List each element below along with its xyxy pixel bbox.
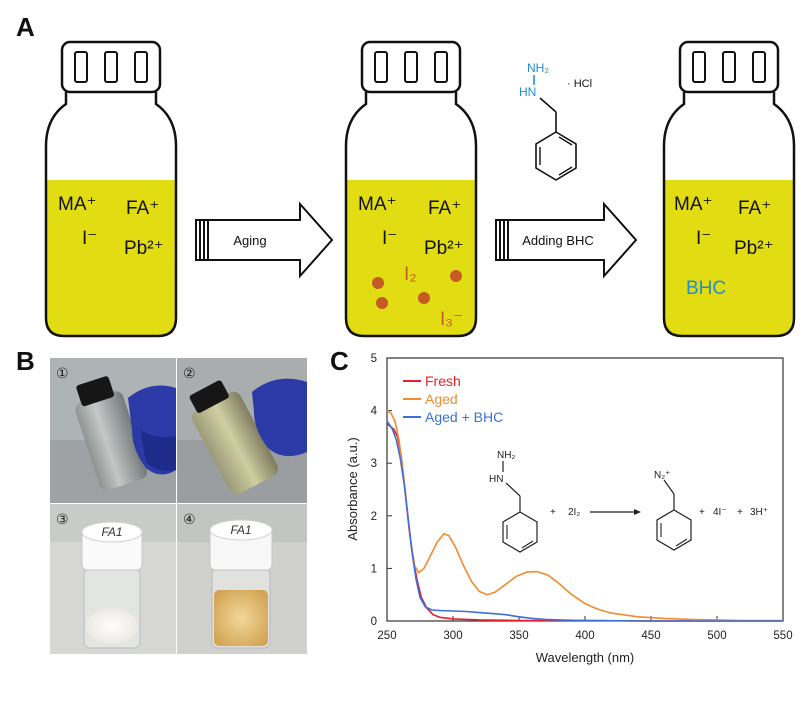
vial-aged-solution bbox=[346, 180, 476, 336]
x-tick-label: 500 bbox=[707, 630, 726, 642]
ion-iodide: I⁻ bbox=[696, 228, 711, 249]
photo-number-2: ② bbox=[183, 365, 196, 381]
x-axis-title: Wavelength (nm) bbox=[536, 650, 635, 665]
photo-number-1: ① bbox=[56, 365, 69, 381]
y-tick-label: 4 bbox=[371, 406, 378, 418]
y-tick-label: 3 bbox=[371, 458, 377, 470]
ion-fa: FA⁺ bbox=[126, 198, 159, 219]
x-tick-label: 450 bbox=[641, 630, 660, 642]
aging-arrow: Aging bbox=[195, 201, 334, 279]
proton-product: 3H⁺ bbox=[750, 507, 768, 518]
bhc-molecule: NH₂ HN · HCl bbox=[519, 61, 592, 181]
ion-iodide: I⁻ bbox=[82, 228, 97, 249]
cap-label: FA1 bbox=[101, 525, 122, 539]
ion-fa: FA⁺ bbox=[738, 198, 771, 219]
legend-label: Aged bbox=[425, 391, 458, 407]
ion-lead: Pb²⁺ bbox=[124, 238, 164, 259]
photo-white-powder: FA1 ③ bbox=[50, 504, 176, 654]
vial-aged-cap bbox=[360, 40, 462, 94]
vial-fresh-cap bbox=[60, 40, 162, 94]
y-axis-title: Absorbance (a.u.) bbox=[345, 437, 360, 540]
molecule-hcl: · HCl bbox=[567, 78, 592, 90]
iodide-product: 4I⁻ bbox=[713, 507, 727, 518]
ion-ma: MA⁺ bbox=[358, 194, 397, 215]
x-tick-label: 350 bbox=[509, 630, 528, 642]
ion-lead: Pb²⁺ bbox=[424, 238, 464, 259]
adding-bhc-arrow: Adding BHC bbox=[495, 201, 638, 279]
ion-ma: MA⁺ bbox=[58, 194, 97, 215]
photo-number-3: ③ bbox=[56, 511, 69, 527]
panel-b-label: B bbox=[16, 346, 35, 376]
photo-number-4: ④ bbox=[183, 511, 196, 527]
series-line-aged-bhc bbox=[386, 420, 783, 622]
y-tick-label: 1 bbox=[371, 563, 377, 575]
iodine-label: I₂ bbox=[404, 264, 417, 285]
cap-label: FA1 bbox=[230, 523, 251, 537]
plus-sign: + bbox=[550, 507, 556, 518]
vial-fresh: MA⁺ FA⁺ I⁻ Pb²⁺ bbox=[44, 40, 178, 338]
reactant-nh2: NH₂ bbox=[497, 450, 515, 461]
ion-ma: MA⁺ bbox=[674, 194, 713, 215]
molecule-hn: HN bbox=[519, 85, 536, 99]
photo-yellow-solution: ② bbox=[177, 358, 307, 503]
legend-label: Aged + BHC bbox=[425, 409, 503, 425]
series-lines bbox=[386, 409, 783, 622]
molecule-nh2: NH₂ bbox=[527, 61, 549, 75]
iodine-reagent: 2I₂ bbox=[568, 507, 580, 518]
photo-yellow-powder: FA1 ④ bbox=[177, 504, 307, 654]
x-tick-label: 300 bbox=[443, 630, 462, 642]
absorbance-chart: 250 300 350 400 450 500 550 0 1 2 3 4 5 FreshAgedAg… bbox=[345, 353, 793, 665]
series-line-fresh bbox=[386, 423, 783, 622]
x-tick-label: 250 bbox=[377, 630, 396, 642]
ion-lead: Pb²⁺ bbox=[734, 238, 774, 259]
photo-clear-solution: ① bbox=[50, 358, 176, 503]
y-ticks: 0 1 2 3 4 5 bbox=[371, 353, 392, 628]
iodine-dot bbox=[372, 277, 384, 289]
reactant-hn: HN bbox=[489, 474, 503, 485]
iodine-dot bbox=[450, 270, 462, 282]
vial-treated-solution bbox=[664, 180, 794, 336]
bhc-label: BHC bbox=[686, 278, 726, 299]
ion-iodide: I⁻ bbox=[382, 228, 397, 249]
iodine-dot bbox=[418, 292, 430, 304]
legend-label: Fresh bbox=[425, 373, 461, 389]
panel-a-label: A bbox=[16, 12, 35, 42]
x-tick-label: 400 bbox=[575, 630, 594, 642]
vial-treated: MA⁺ FA⁺ I⁻ Pb²⁺ BHC bbox=[662, 40, 796, 338]
adding-bhc-label: Adding BHC bbox=[522, 233, 594, 248]
panel-c-label: C bbox=[330, 346, 349, 376]
y-tick-label: 2 bbox=[371, 511, 377, 523]
vial-fresh-solution bbox=[46, 180, 176, 336]
x-tick-label: 550 bbox=[773, 630, 792, 642]
vial-aged: MA⁺ FA⁺ I⁻ Pb²⁺ I₂ I₃⁻ bbox=[344, 40, 478, 338]
vial-treated-cap bbox=[678, 40, 780, 94]
ion-fa: FA⁺ bbox=[428, 198, 461, 219]
product-diazonium: N₂⁺ bbox=[654, 470, 670, 481]
triiodide-label: I₃⁻ bbox=[440, 309, 463, 330]
y-tick-label: 5 bbox=[371, 353, 377, 365]
plus-sign: + bbox=[737, 507, 743, 518]
plus-sign: + bbox=[699, 507, 705, 518]
y-tick-label: 0 bbox=[371, 616, 377, 628]
x-ticks: 250 300 350 400 450 500 550 bbox=[377, 616, 793, 642]
aging-label: Aging bbox=[233, 233, 266, 248]
vial-fresh-outline bbox=[44, 92, 178, 338]
reaction-scheme: NH₂ HN + 2I₂ N₂⁺ + 4I⁻ + 3H⁺ bbox=[489, 450, 768, 553]
iodine-dot bbox=[376, 297, 388, 309]
